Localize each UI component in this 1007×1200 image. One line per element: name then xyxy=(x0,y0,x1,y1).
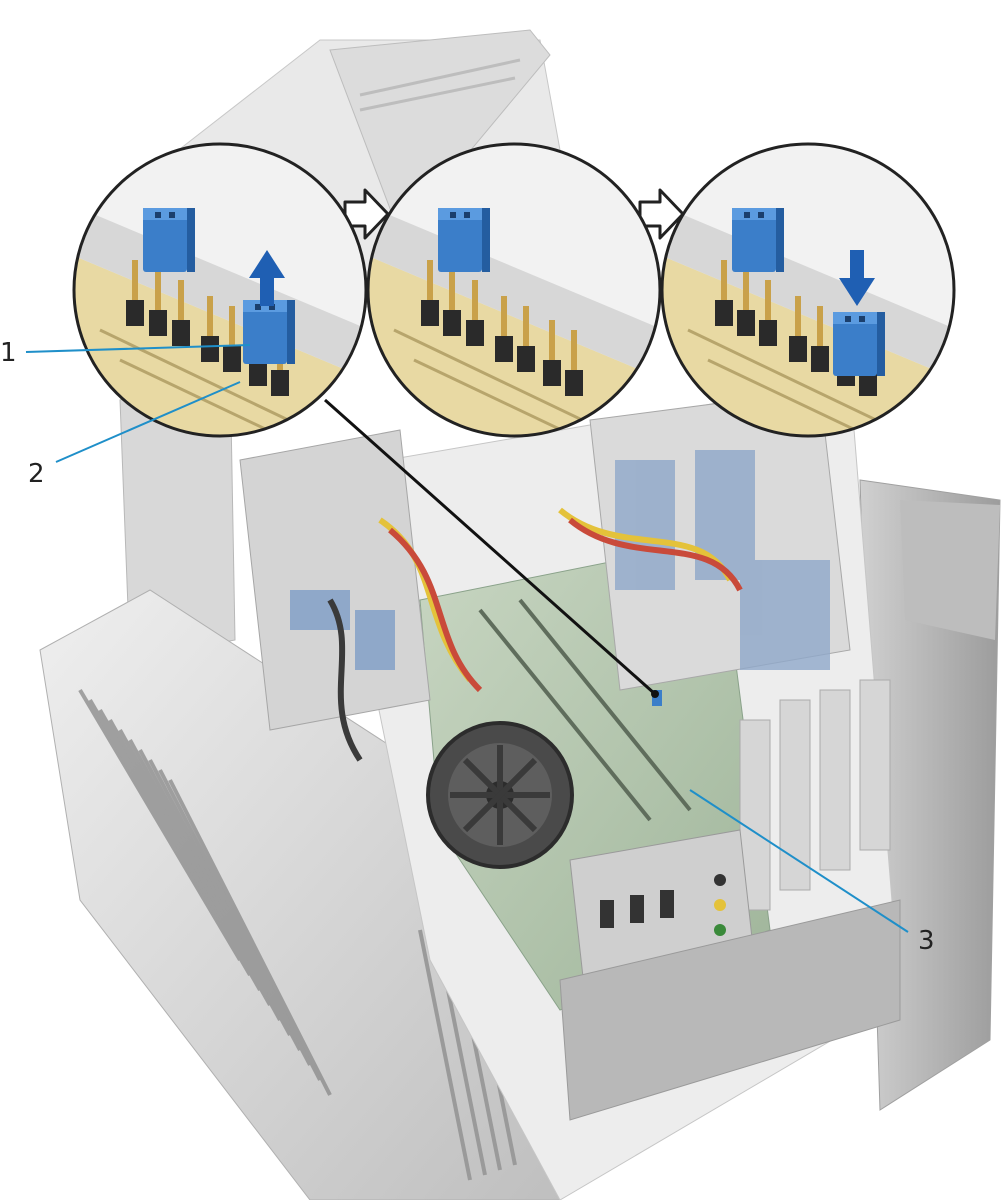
magnifier-after xyxy=(660,142,956,438)
board-jumper-location xyxy=(652,690,662,706)
magnifier-before xyxy=(72,142,368,438)
callout-number-3: 3 xyxy=(918,926,935,956)
callout-number-2: 2 xyxy=(28,459,45,489)
callout-line-3 xyxy=(689,789,909,933)
callout-line-1 xyxy=(25,344,251,353)
callout-line-2 xyxy=(55,381,241,463)
cpu-fan xyxy=(426,721,574,869)
callout-number-1: 1 xyxy=(0,338,17,368)
arrow-down-icon xyxy=(839,250,875,306)
magnifier-pointer-line xyxy=(324,398,656,696)
chassis-body xyxy=(39,29,1001,1200)
arrow-up-icon xyxy=(249,250,285,306)
